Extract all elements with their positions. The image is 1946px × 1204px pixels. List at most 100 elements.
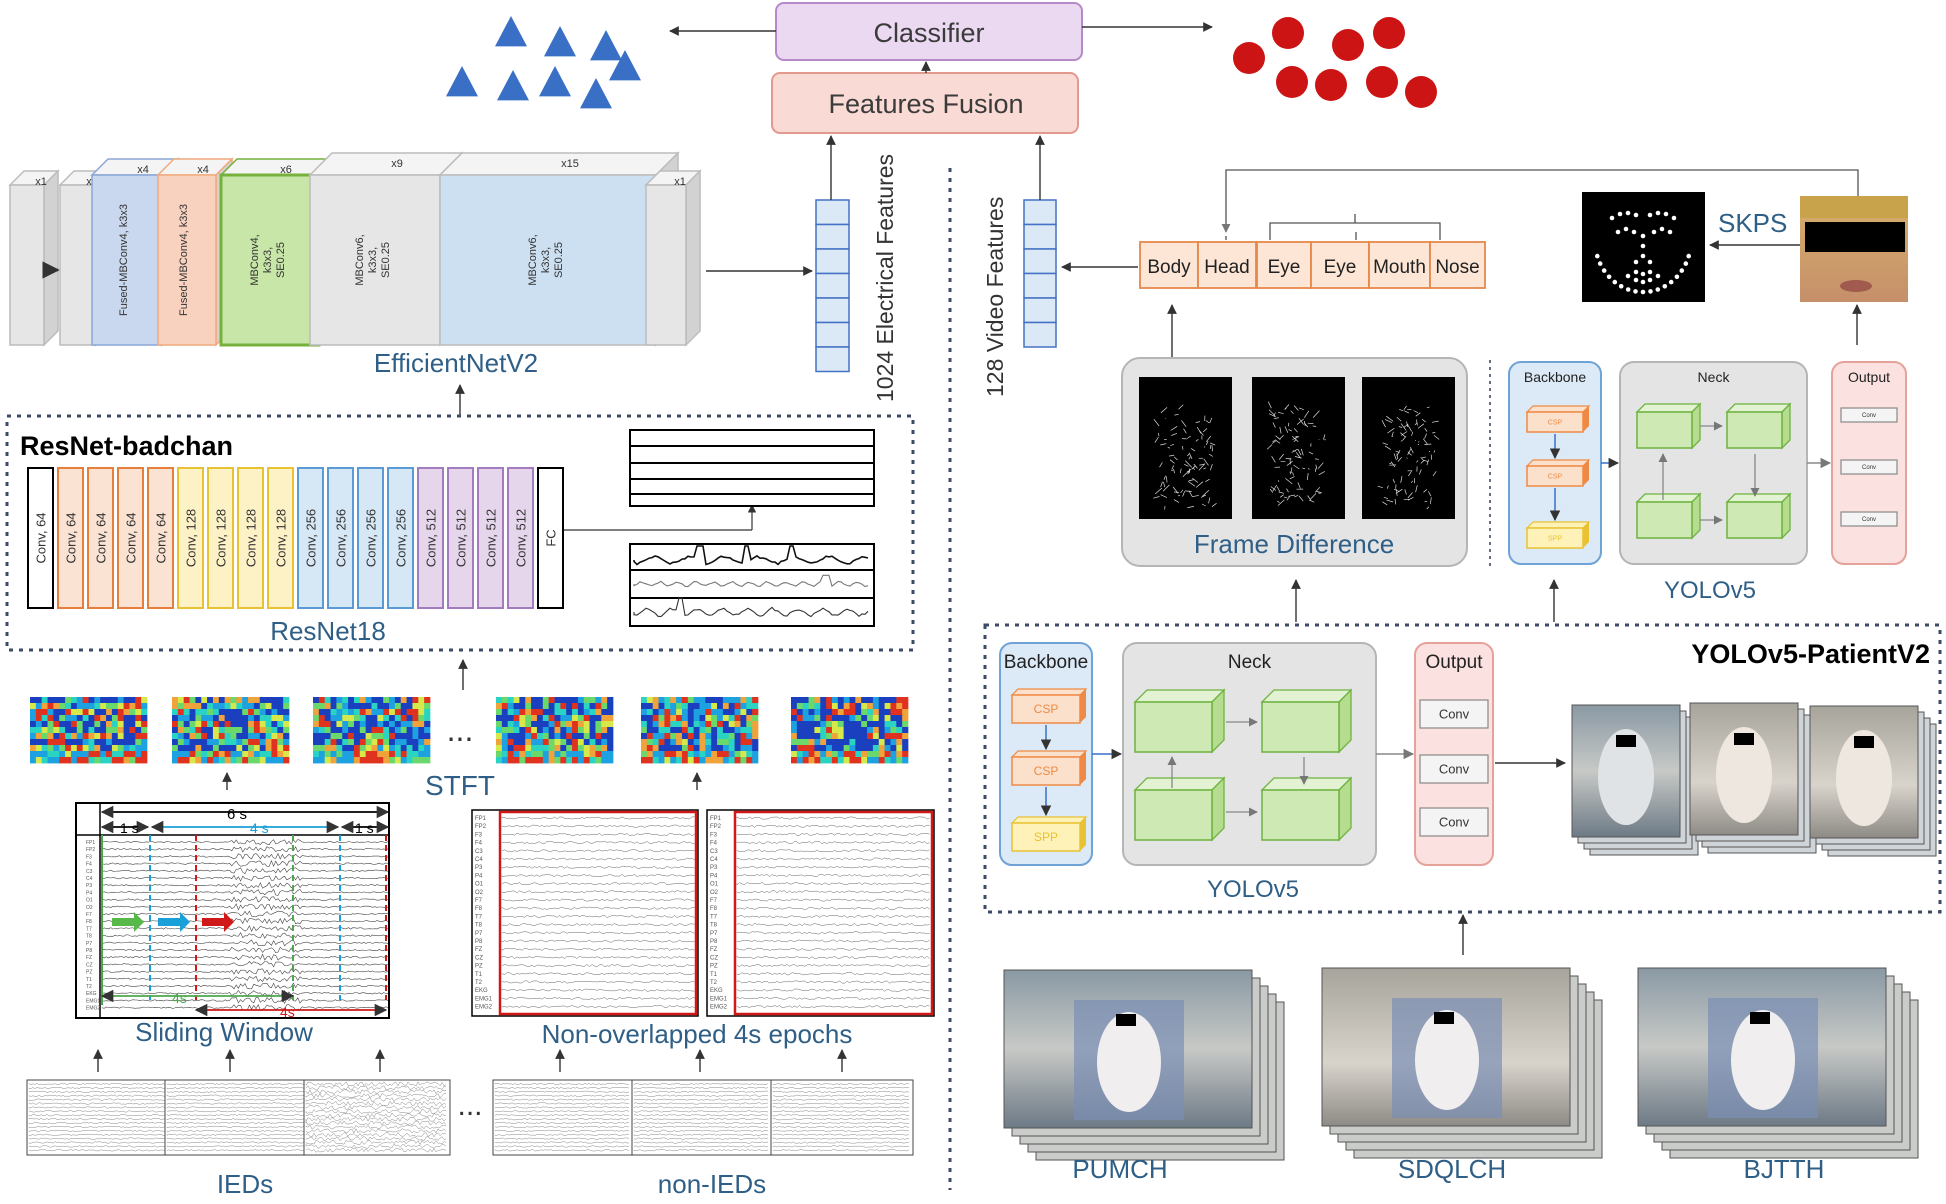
spectrogram-cell [342, 697, 348, 703]
spectrogram-cell [641, 745, 647, 751]
spectrogram-cell [560, 733, 566, 739]
spectrogram-cell [201, 703, 207, 709]
effnet-multiplier-3: x4 [197, 164, 209, 176]
spectrogram-cell [700, 745, 706, 751]
face-keypoint [1613, 280, 1618, 285]
spectrogram-cell [141, 733, 147, 739]
spectrogram-cell [219, 709, 225, 715]
spectrogram-cell [195, 751, 201, 757]
spectrogram-cell [418, 709, 424, 715]
spectrogram-cell [729, 727, 735, 733]
spectrogram-cell [590, 745, 596, 751]
spectrogram-cell [271, 697, 277, 703]
spectrogram-cell [803, 733, 809, 739]
epoch-channel-label: F4 [475, 841, 483, 847]
spectrogram-cell [746, 697, 752, 703]
spectrogram-cell [560, 715, 566, 721]
spectrogram-cell [502, 739, 508, 745]
spectrogram-cell [809, 697, 815, 703]
smallYolo-output-label: Output [1848, 369, 1890, 385]
spectrogram-cell [124, 709, 130, 715]
spectrogram-cell [746, 739, 752, 745]
face-keypoint [1672, 216, 1677, 221]
spectrogram-cell [578, 703, 584, 709]
spectrogram-cell [42, 697, 48, 703]
spectrogram-cell [124, 715, 130, 721]
spectrogram-cell [348, 721, 354, 727]
spectrogram-cell [112, 703, 118, 709]
epoch-channel-label: P8 [710, 939, 718, 945]
spectrogram-cell [283, 745, 289, 751]
bigYolo-neck-cube-top [1262, 778, 1351, 790]
spectrogram-cell [508, 721, 514, 727]
spectrogram-cell [366, 727, 372, 733]
spectrogram-cell [584, 751, 590, 757]
spectrogram-cell [172, 751, 178, 757]
spectrogram-cell [729, 733, 735, 739]
spectrogram-cell [100, 739, 106, 745]
spectrogram-cell [826, 709, 832, 715]
spectrogram-cell [566, 757, 572, 763]
spectrogram-cell [832, 703, 838, 709]
spectrogram-cell [885, 721, 891, 727]
spectrogram-cell [705, 727, 711, 733]
spectrogram-cell [601, 721, 607, 727]
spectrogram-cell [366, 733, 372, 739]
spectrogram-cell [826, 703, 832, 709]
dataset-photo-1 [1322, 968, 1602, 1158]
spectrogram-cell [53, 733, 59, 739]
spectrogram-cell [560, 721, 566, 727]
face-keypoint [1652, 230, 1657, 235]
spectrogram-cell [83, 733, 89, 739]
spectrogram-cell [94, 721, 100, 727]
spectrogram-cell [112, 757, 118, 763]
spectrogram-cell [879, 703, 885, 709]
frame-diff-stroke [1167, 476, 1168, 482]
spectrogram-cell [118, 757, 124, 763]
spectrogram-cell [231, 739, 237, 745]
spectrogram-cell [254, 721, 260, 727]
frame-diff-stroke [1315, 469, 1316, 473]
spectrogram-cell [372, 715, 378, 721]
spectrogram-cell [336, 715, 342, 721]
face-keypoint [1626, 274, 1631, 279]
spectrogram-cell [242, 751, 248, 757]
spectrogram-cell [172, 739, 178, 745]
resnet-layer-label-15: Conv, 512 [484, 509, 499, 567]
fusion-label: Features Fusion [828, 89, 1023, 119]
spectrogram-cell [659, 745, 665, 751]
elecCol-cell-5 [816, 323, 849, 348]
bigYolo-backbone-label: Backbone [1004, 652, 1089, 673]
spectrogram-cell [383, 697, 389, 703]
spectrogram-cell [277, 739, 283, 745]
spectrogram-cell [601, 715, 607, 721]
spectrogram-cell [578, 733, 584, 739]
spectrogram-cell [372, 697, 378, 703]
smallYolo-backbone-label: Backbone [1524, 369, 1586, 385]
spectrogram-0 [30, 697, 147, 763]
spectrogram-cell [83, 757, 89, 763]
spectrogram-cell [213, 745, 219, 751]
facial-part-label-2: Eye [1268, 257, 1301, 278]
resnet-layer-label-4: Conv, 64 [154, 512, 169, 563]
spectrogram-cell [584, 745, 590, 751]
spectrogram-cell [647, 757, 653, 763]
spectrogram-cell [902, 715, 908, 721]
spectrogram-cell [867, 733, 873, 739]
bigYolo-neck-cube-top [1135, 690, 1224, 702]
spectrogram-cell [723, 709, 729, 715]
spectrogram-cell [809, 757, 815, 763]
spectrogram-cell [578, 751, 584, 757]
spectrogram-cell [664, 715, 670, 721]
spectrogram-cell [496, 757, 502, 763]
spectrogram-cell [141, 697, 147, 703]
spectrogram-cell [319, 739, 325, 745]
spectrogram-cell [555, 739, 561, 745]
spectrogram-cell [271, 739, 277, 745]
spectrogram-cell [135, 751, 141, 757]
spectrogram-cell [896, 745, 902, 751]
spectrogram-cell [313, 757, 319, 763]
spectrogram-cell [354, 697, 360, 703]
spectrogram-cell [48, 697, 54, 703]
